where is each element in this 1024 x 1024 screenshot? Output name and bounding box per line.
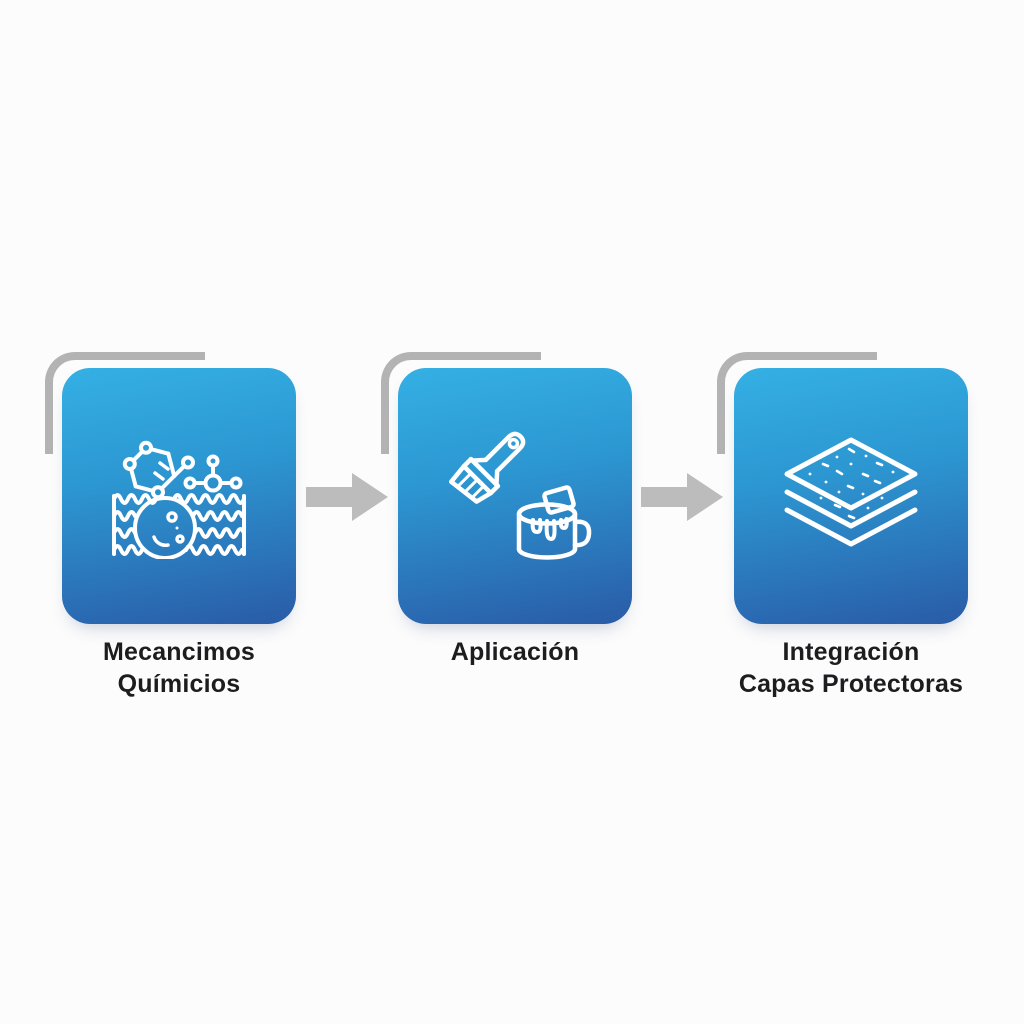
step-label-line: Aplicación (450, 638, 580, 666)
arrow-right-icon (641, 473, 723, 521)
step-label-line: Capas Protectoras (738, 670, 964, 698)
paintbrush-paint-can-icon (448, 431, 592, 560)
step-label-line: Integración (782, 638, 920, 666)
step-label-chemical-mechanisms: Mecancimos Químicios (29, 636, 329, 700)
step-label-line: Químicios (117, 670, 241, 698)
corner-accent (381, 352, 541, 454)
step-label-line: Mecancimos (102, 638, 256, 666)
step-card-chemical-mechanisms (62, 368, 296, 624)
molecules-water-icon (112, 440, 246, 559)
layered-sheets-icon (784, 437, 918, 547)
step-card-application (398, 368, 632, 624)
corner-accent (717, 352, 877, 454)
step-card-protective-layers (734, 368, 968, 624)
step-label-protective-layers: Integración Capas Protectoras (701, 636, 1001, 700)
corner-accent (45, 352, 205, 454)
arrow-right-icon (306, 473, 388, 521)
step-label-application: Aplicación (365, 636, 665, 668)
